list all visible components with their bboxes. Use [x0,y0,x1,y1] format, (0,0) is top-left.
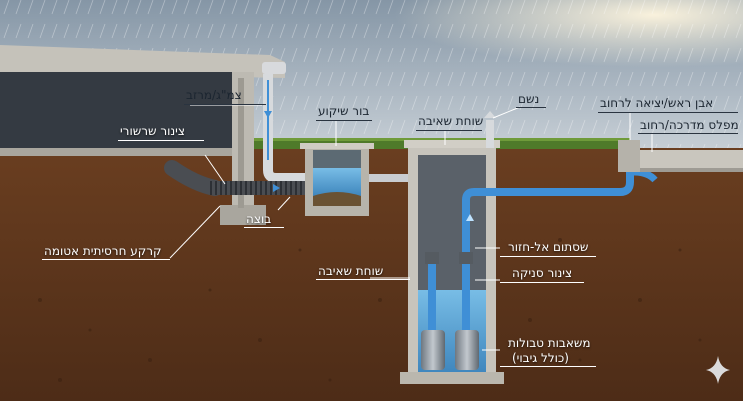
underline-curb-outlet [598,112,738,113]
underline-check-valve [500,256,596,257]
label-corrugated-pipe: צינור שרשורי [120,124,185,138]
label-gutter: צמ"ג/מרזב [186,88,242,102]
soil-texture [38,238,702,382]
underline-sidewalk [638,133,738,134]
flow-arrow-down [264,111,272,118]
underline-pumps [500,366,596,367]
label-discharge-pipe: צינור סניקה [512,266,573,280]
label-pump-well-side: שוחת שאיבה [318,264,384,278]
check-valve-right [459,252,473,264]
underline-pump-well-top [416,130,482,131]
label-sludge: בוצה [246,212,272,226]
underline-sealed-gravel [42,259,170,260]
vent-cap [484,111,496,118]
corrugated-pipe [164,160,310,196]
label-sidewalk: מפלס מדרכה/רחוב [640,118,739,132]
outlet-elbow [619,172,634,196]
downpipe [263,74,318,183]
infiltration-pit [300,143,374,216]
check-valve-left [425,252,439,264]
curb-stone [618,140,640,172]
wall-shadow [238,78,244,208]
sludge-layer [313,192,361,206]
roof-slab [0,45,285,78]
leader-lines [169,104,653,351]
sidewalk-slab [640,150,743,172]
discharge-pipe-main [462,188,620,330]
label-curb-outlet: אבן ראש/יציאה לרחוב [600,96,714,110]
underline-sludge [244,227,284,228]
label-check-valve: שסתום אל-חזור [508,240,589,254]
wall-footing [220,205,266,225]
outlet-spout [633,168,658,183]
sidewalk-edge [640,168,743,172]
label-pump-well-top: שוחת שאיבה [418,114,484,128]
label-pumps: משאבות טבולות [508,336,591,350]
underline-discharge-pipe [500,282,584,283]
underline-pump-well-side [316,279,410,280]
label-infiltration-pit: בור שיקוע [318,104,370,118]
sparkle-icon [706,356,730,384]
floor-slab [0,148,250,156]
underline-vent [516,107,546,108]
underline-infiltration-pit [316,120,372,121]
flow-arrow-up [466,214,474,221]
gutter [262,62,286,74]
label-vent: נשם [518,92,540,106]
label-sealed-gravel: קרקע חרסיתית אטומה [44,244,162,258]
underline-corrugated-pipe [118,140,204,141]
pump-1 [421,330,445,370]
pump-well [400,140,504,384]
underline-gutter [184,104,266,105]
pump-2 [455,330,479,370]
grass-tips [250,138,630,141]
building-interior [0,72,240,150]
label-pumps-backup: (כולל גיבוי) [512,351,569,365]
